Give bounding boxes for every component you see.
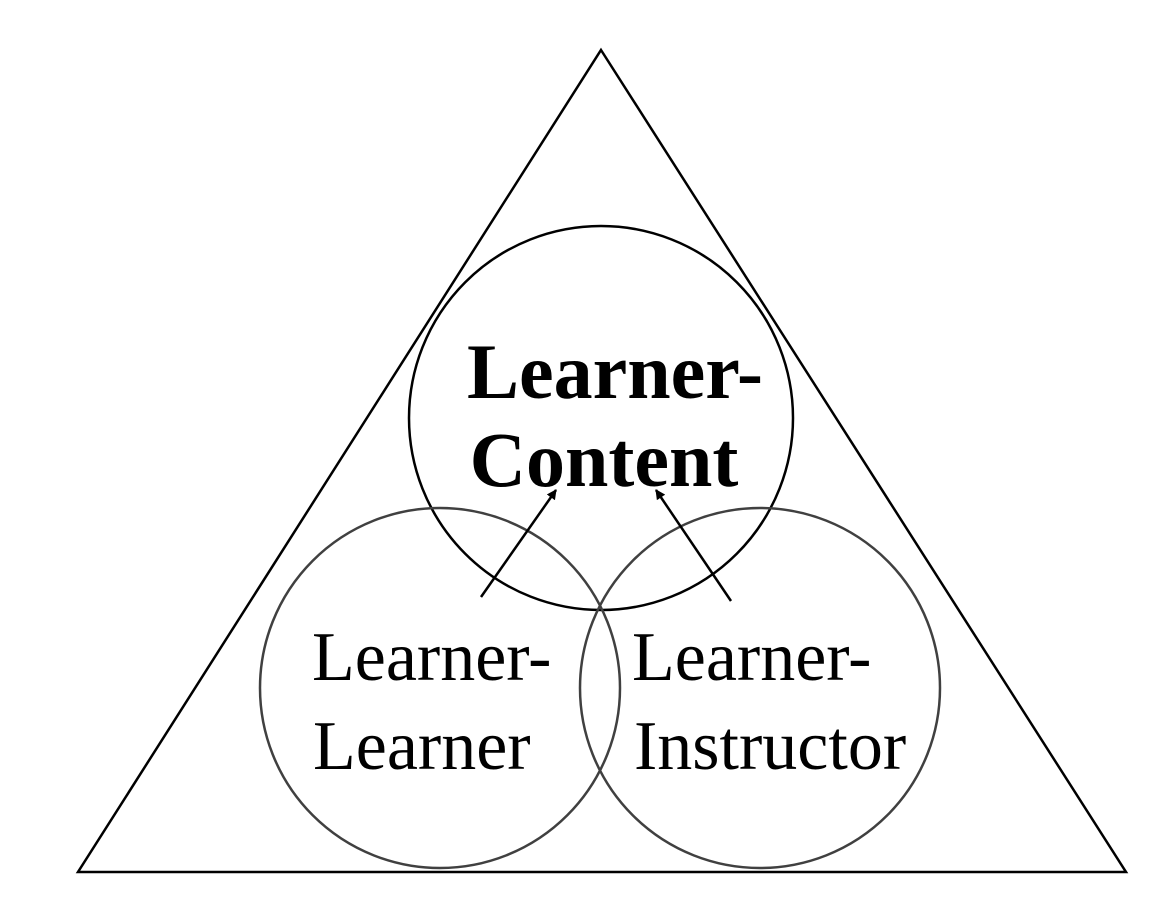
outer-triangle	[75, 47, 1129, 874]
label-right-line1: Learner-	[632, 619, 872, 696]
label-top-line1: Learner-	[467, 328, 763, 415]
label-left-line2: Learner	[313, 708, 531, 785]
label-right-line2: Instructor	[634, 708, 906, 785]
label-top-line2: Content	[470, 416, 739, 503]
arrow-instructor-to-content	[654, 489, 733, 602]
arrow-learner-to-content	[479, 489, 558, 598]
circle-learner-learner	[258, 506, 622, 870]
circle-learner-instructor	[578, 506, 942, 870]
label-left-line1: Learner-	[312, 619, 552, 696]
